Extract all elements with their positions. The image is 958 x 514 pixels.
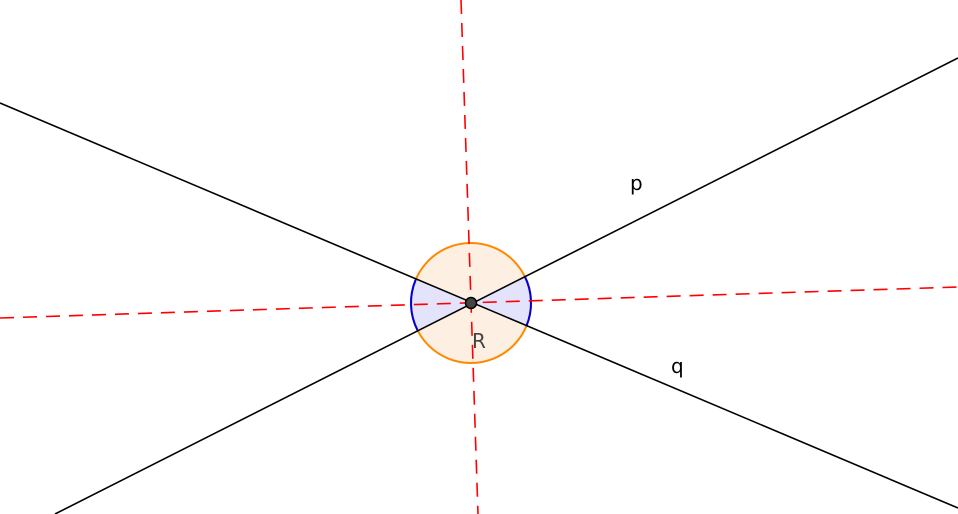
label-q: q: [671, 354, 684, 378]
label-r: R: [472, 329, 486, 353]
angle-sector-left[interactable]: [410, 279, 471, 330]
angle-sector-right[interactable]: [471, 276, 532, 327]
point-r[interactable]: [464, 296, 478, 310]
line-q[interactable]: [0, 102, 958, 509]
angle-arc-left: [409, 279, 419, 331]
line-p[interactable]: [54, 57, 958, 514]
label-p: p: [630, 171, 643, 195]
bisector-vertical[interactable]: [460, 0, 479, 514]
